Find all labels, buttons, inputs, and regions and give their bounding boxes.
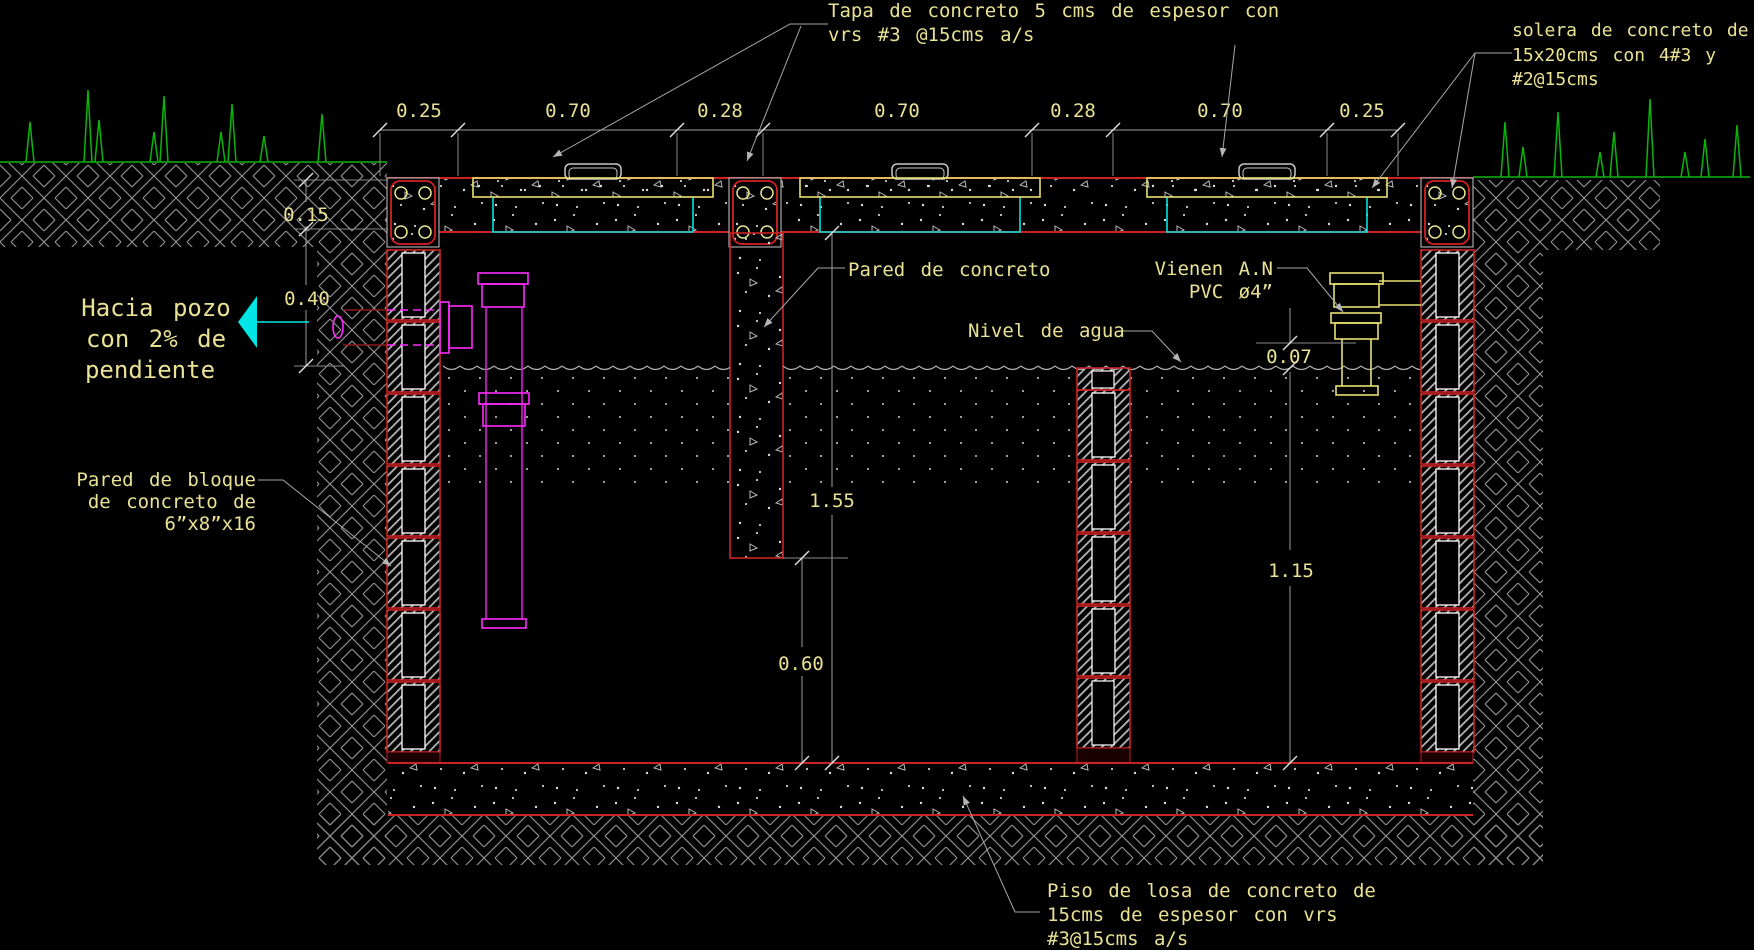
- concrete-lid-3: [1146, 163, 1388, 198]
- corner-column-left: [386, 177, 440, 248]
- dim-slab-thickness: 0.15: [283, 204, 329, 226]
- earth-hatch: [0, 163, 1660, 865]
- annotation-bloque-line3: 6”x8”x16: [164, 513, 256, 535]
- interior-dimensions: 1.55 0.60 0.07 1.15: [778, 225, 1356, 771]
- annotation-piso-line1: Piso de losa de concreto de: [1047, 880, 1376, 902]
- annotation-piso-line2: 15cms de espesor con vrs: [1047, 904, 1338, 926]
- inlet-pipe-stub: [1379, 280, 1421, 306]
- outflow-arrow: [238, 296, 309, 348]
- corner-column-right: [1420, 177, 1474, 248]
- grass-right: [1473, 98, 1750, 178]
- lid-opening-2: [819, 197, 1021, 233]
- inlet-dip-pipe-end: [1335, 385, 1379, 396]
- annotation-hacia-line2: con 2% de: [86, 325, 226, 353]
- inlet-pipe-assembly: [1329, 272, 1421, 396]
- annotation-tapa-line1: Tapa de concreto 5 cms de espesor con: [828, 0, 1279, 22]
- annotations: Tapa de concreto 5 cms de espesor con vr…: [76, 0, 1748, 950]
- outlet-pipe-assembly: [332, 272, 530, 629]
- grass-left: [0, 89, 387, 163]
- annotation-solera-line1: solera de concreto de: [1512, 20, 1749, 41]
- outlet-dip-pipe-end: [481, 618, 527, 629]
- annotation-vienen-line2: PVC ø4”: [1189, 281, 1273, 303]
- water-fill-dots: [443, 372, 1421, 490]
- dim-top-5: 0.70: [1197, 100, 1243, 122]
- concrete-baffle-wall: [729, 232, 784, 559]
- leader-lines: [258, 23, 1512, 913]
- dim-water-depth: 1.15: [1268, 560, 1314, 582]
- annotation-solera-line3: #2@15cms: [1512, 69, 1599, 90]
- annotation-pared-concreto: Pared de concreto: [848, 259, 1050, 281]
- pipe-through-wall-dashed: [387, 309, 440, 346]
- left-dimension-chain: 0.15 0.40: [283, 172, 388, 374]
- annotation-nivel-agua: Nivel de agua: [968, 320, 1125, 342]
- dim-top-2: 0.28: [697, 100, 743, 122]
- annotation-piso-line3: #3@15cms a/s: [1047, 928, 1188, 950]
- annotation-hacia-line1: Hacia pozo: [81, 294, 231, 322]
- dim-freeboard: 0.07: [1266, 346, 1312, 368]
- lid-opening-1: [492, 197, 694, 233]
- dim-interior-height: 1.55: [809, 490, 855, 512]
- dim-top-3: 0.70: [874, 100, 920, 122]
- dim-top-4: 0.28: [1050, 100, 1096, 122]
- annotation-vienen-line1: Vienen A.N: [1155, 258, 1273, 280]
- lid-opening-3: [1166, 197, 1368, 233]
- block-wall-left: [386, 249, 441, 764]
- outlet-pipe-stub: [343, 309, 387, 346]
- annotation-bloque-line1: Pared de bloque: [76, 469, 256, 491]
- dim-inlet-depth: 0.40: [284, 288, 330, 310]
- annotation-solera-line2: 15x20cms con 4#3 y: [1512, 45, 1716, 66]
- dim-top-0: 0.25: [396, 100, 442, 122]
- top-dimension-chain: 0.25 0.70 0.28 0.70 0.28 0.70 0.25: [372, 100, 1406, 176]
- floor-slab: [388, 762, 1473, 816]
- dim-top-6: 0.25: [1339, 100, 1385, 122]
- annotation-hacia-line3: pendiente: [85, 356, 215, 384]
- block-wall-right: [1420, 249, 1475, 764]
- dim-baffle-gap: 0.60: [778, 653, 824, 675]
- annotation-bloque-line2: de concreto de: [88, 491, 256, 513]
- concrete-lid-2: [799, 163, 1041, 198]
- annotation-tapa-line2: vrs #3 @15cms a/s: [828, 24, 1034, 46]
- dim-top-1: 0.70: [545, 100, 591, 122]
- block-partition-wall: [1076, 367, 1131, 764]
